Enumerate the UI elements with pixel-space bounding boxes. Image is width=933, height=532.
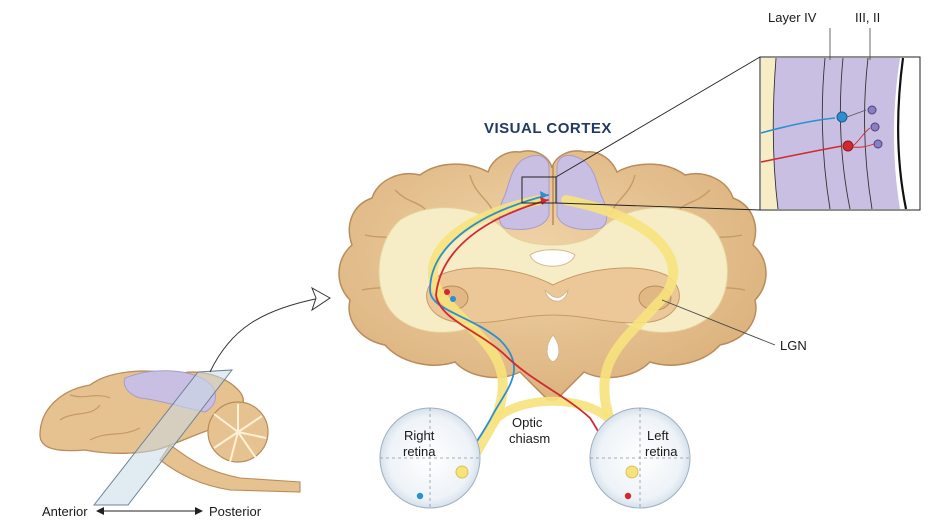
sagittal-brain bbox=[40, 288, 330, 505]
lgn-red-dot bbox=[444, 289, 450, 295]
right-optic-disc bbox=[456, 466, 468, 478]
optic-chiasm-label-2: chiasm bbox=[509, 431, 550, 446]
inset-cortex bbox=[773, 58, 900, 209]
left-optic-disc bbox=[626, 466, 638, 478]
anterior-posterior-axis bbox=[96, 507, 203, 515]
cortical-layers-inset bbox=[760, 28, 920, 210]
right-retina-label-1: Right bbox=[404, 428, 435, 443]
right-retina-blue-point bbox=[417, 493, 423, 499]
visual-cortex-title: VISUAL CORTEX bbox=[484, 120, 612, 137]
right-retina-label-2: retina bbox=[403, 444, 436, 459]
sagittal-cerebellum bbox=[208, 402, 268, 462]
left-retina-label-1: Left bbox=[647, 428, 669, 443]
left-retina-label-2: retina bbox=[645, 444, 678, 459]
lgn-blue-dot bbox=[450, 296, 456, 302]
lgn-label: LGN bbox=[780, 338, 807, 353]
layer-iii-ii-label: III, II bbox=[855, 10, 880, 25]
optic-chiasm-label-1: Optic bbox=[512, 415, 543, 430]
anterior-label: Anterior bbox=[42, 504, 88, 519]
section-arrow bbox=[210, 298, 320, 372]
layer-iv-label: Layer IV bbox=[768, 10, 817, 25]
posterior-label: Posterior bbox=[209, 504, 262, 519]
coronal-brain-section bbox=[339, 151, 766, 400]
left-retina-red-point bbox=[625, 493, 631, 499]
